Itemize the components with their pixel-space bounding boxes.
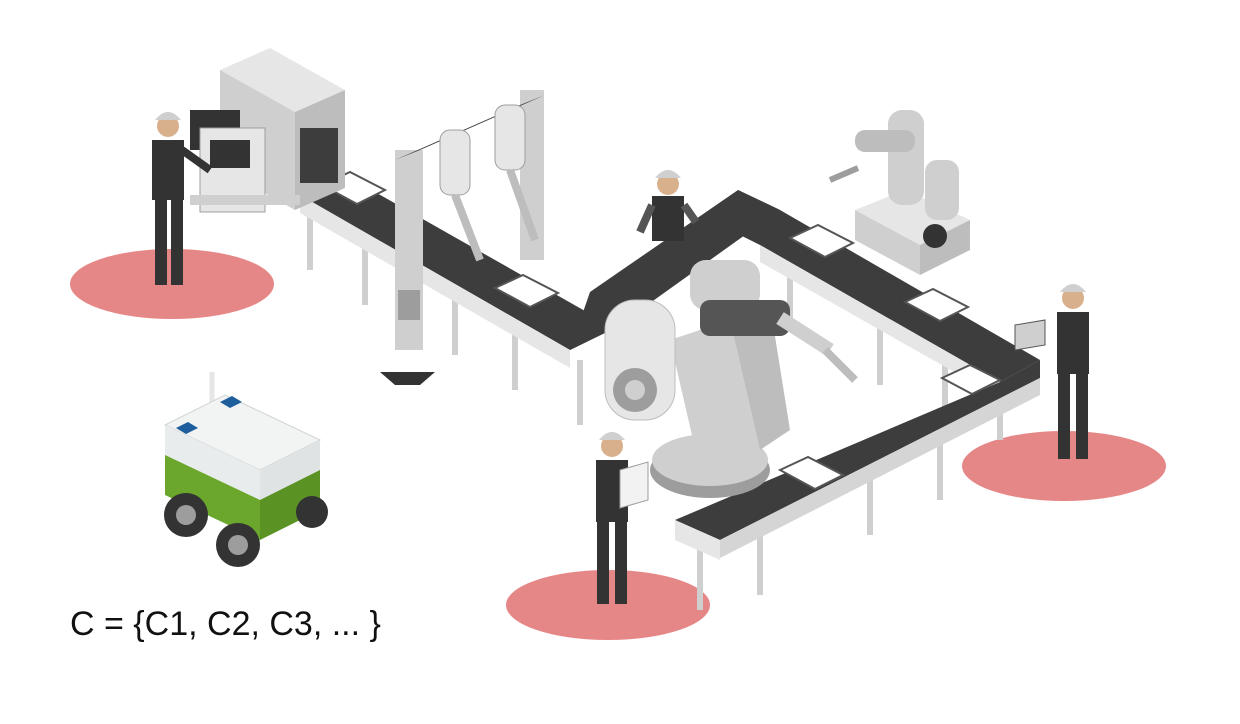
- mobile-robot: [163, 372, 328, 567]
- gantry-robot: [380, 90, 545, 385]
- safety-zones: [70, 249, 1166, 640]
- worker-right: [1014, 284, 1089, 459]
- control-machine: [190, 48, 345, 213]
- robot-arm-main: [604, 260, 858, 498]
- conveyor-segment-left: [300, 175, 615, 350]
- sensor-pad-left: [176, 422, 198, 434]
- worker-bottom: [596, 432, 649, 604]
- worker-center: [636, 170, 700, 241]
- set-notation-label: C = {C1, C2, C3, ... }: [70, 605, 381, 643]
- safety-zone-bottom: [506, 570, 710, 640]
- safety-zone-right: [962, 431, 1166, 501]
- worker-operator: [152, 112, 213, 285]
- conveyor-segment-lower: [675, 360, 1040, 540]
- robot-arm-back: [828, 110, 970, 275]
- sensor-pad-right: [220, 396, 242, 408]
